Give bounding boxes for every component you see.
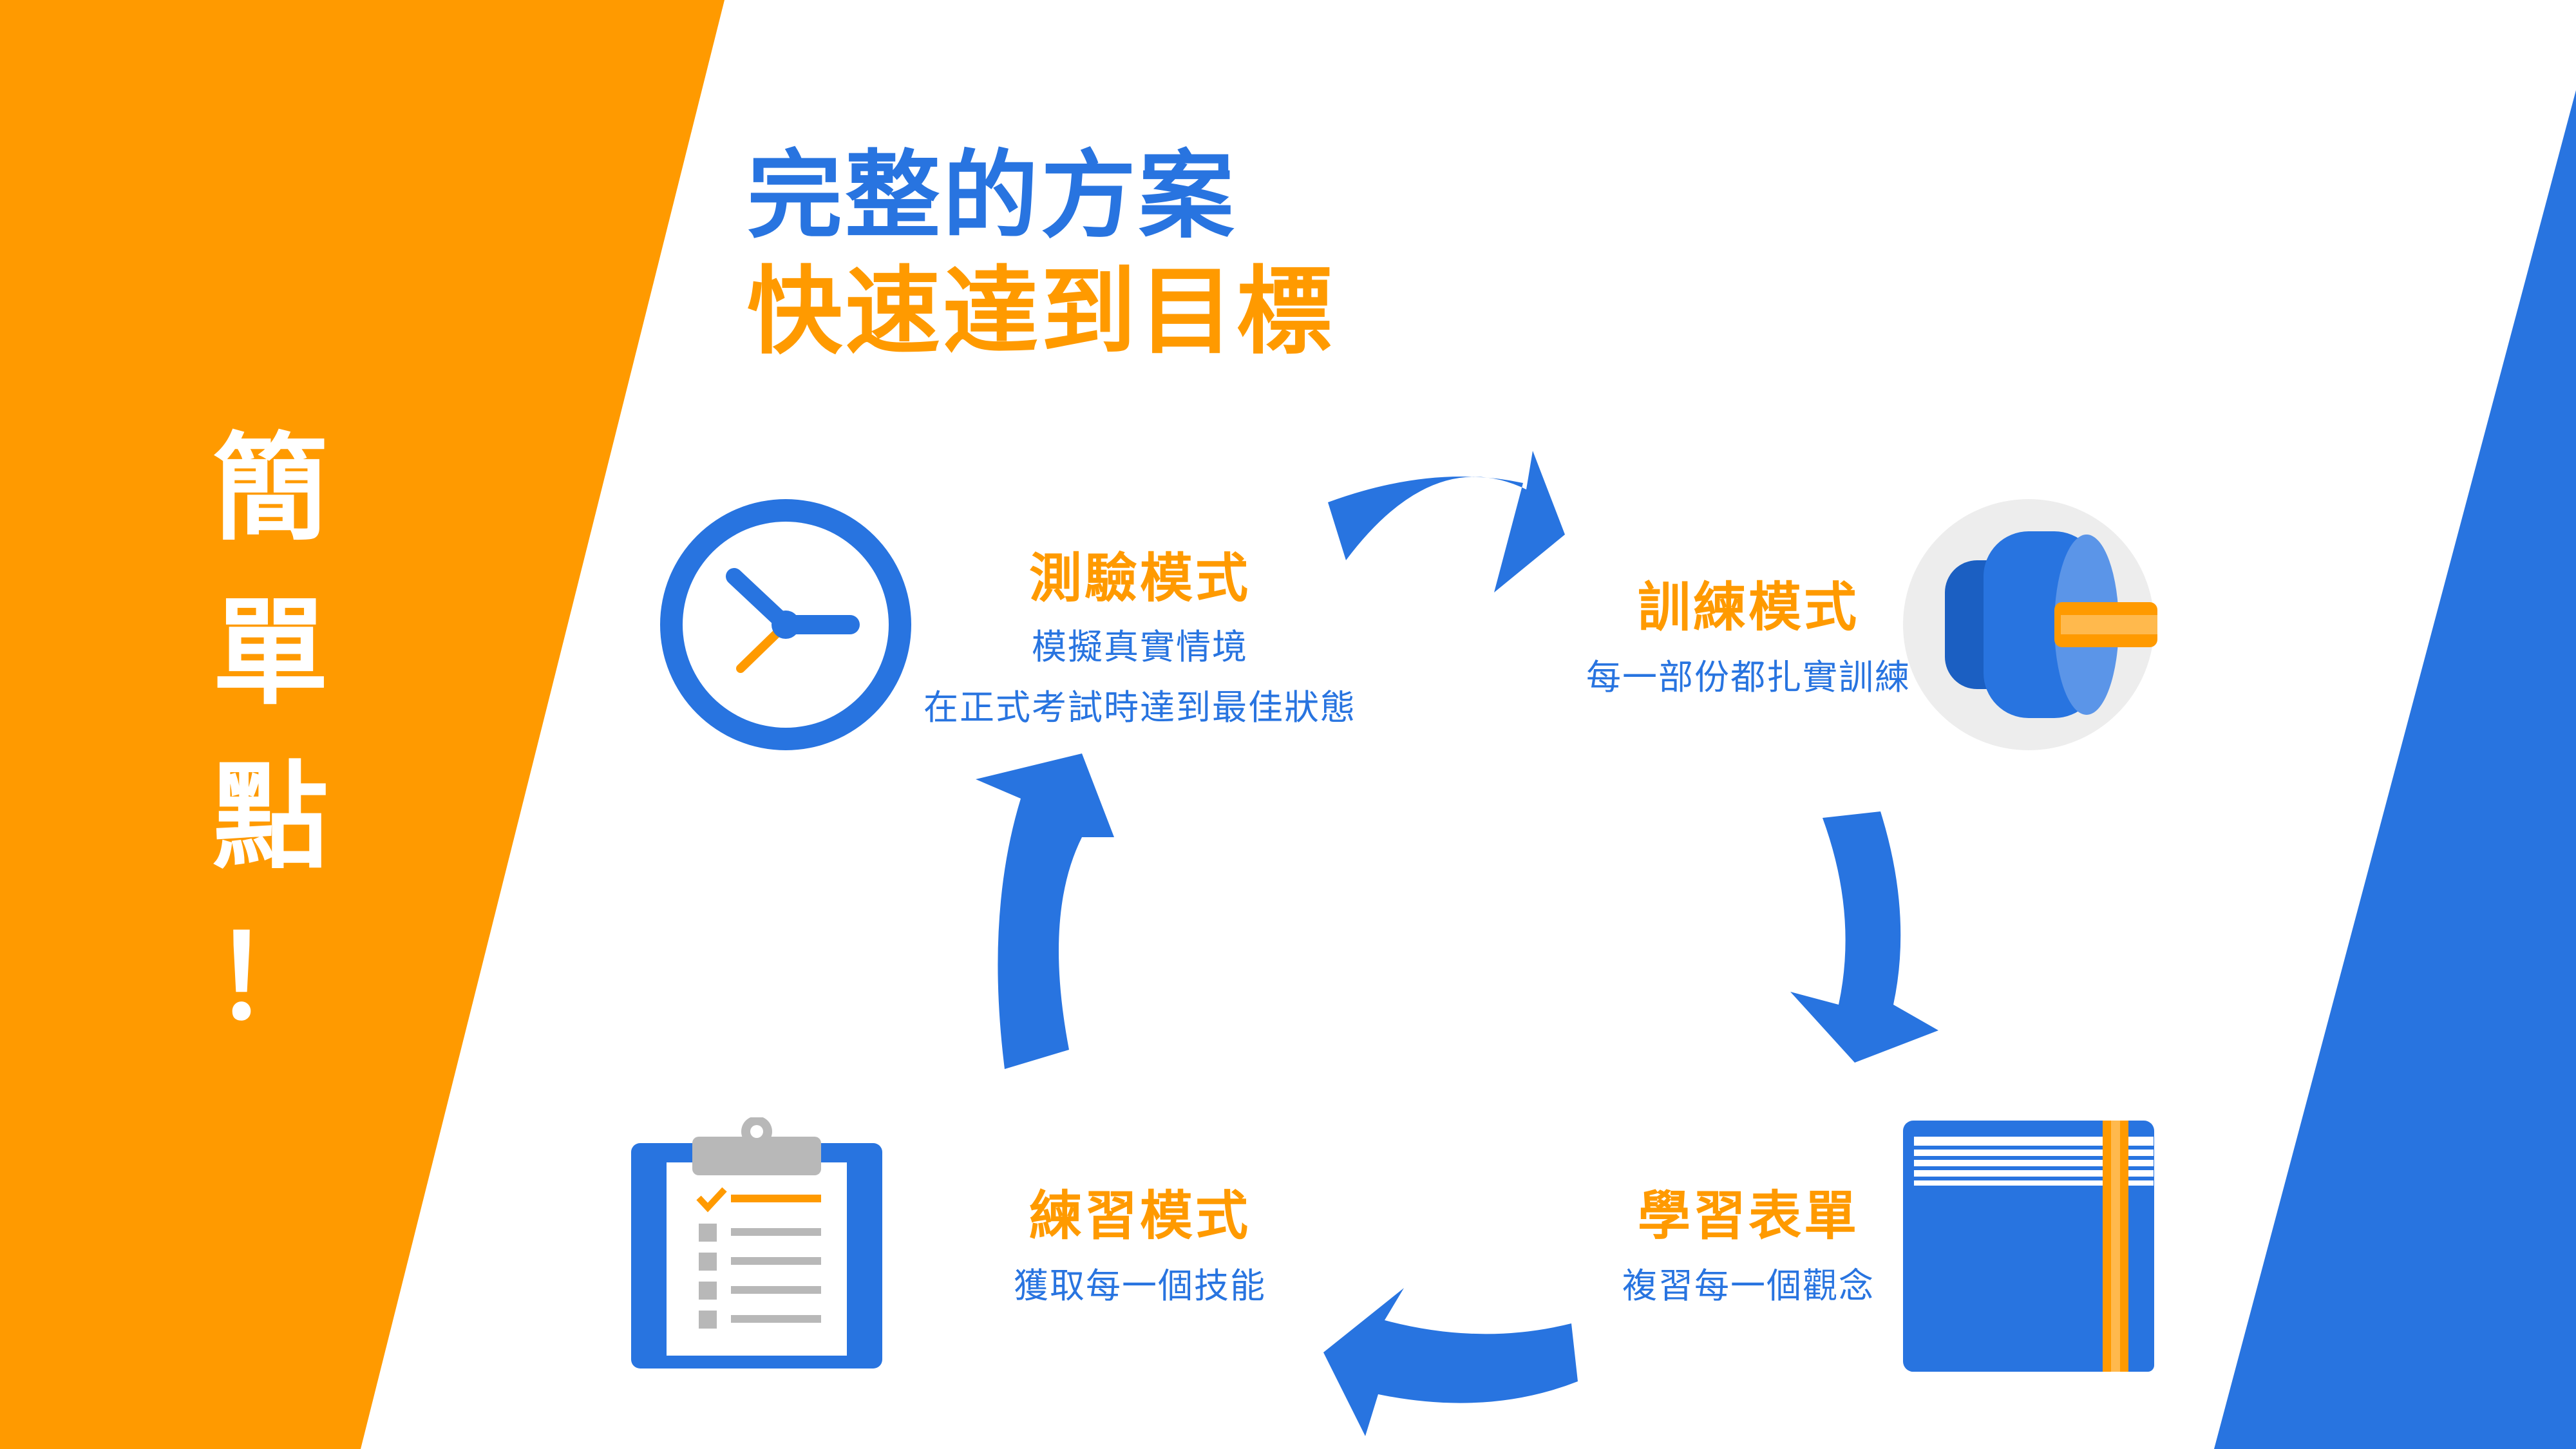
- arrow-practice-to-test: [976, 753, 1114, 1069]
- practice-mode-subtitle: 獲取每一個技能: [1014, 1265, 1266, 1306]
- practice-mode-title: 練習模式: [1028, 1186, 1251, 1247]
- test-mode-subtitle-1: 模擬真實情境: [1032, 627, 1248, 667]
- sidebar-char-1: 簡: [212, 422, 328, 556]
- heading-line-2: 快速達到目標: [747, 256, 1334, 367]
- clock-icon: [660, 499, 911, 750]
- arrow-test-to-training: [1328, 451, 1565, 592]
- test-mode-subtitle-2: 在正式考試時達到最佳狀態: [923, 687, 1356, 728]
- book-icon: [1903, 1121, 2154, 1372]
- study-form-title: 學習表單: [1637, 1186, 1859, 1247]
- clipboard-icon: [631, 1117, 882, 1368]
- training-mode-subtitle: 每一部份都扎實訓練: [1586, 657, 1911, 697]
- sidebar-char-3: 點: [212, 750, 328, 885]
- orange-sidebar-shape: [0, 0, 724, 1449]
- blue-corner-shape: [2214, 90, 2576, 1449]
- arrow-training-to-study: [1790, 811, 1938, 1063]
- dumbbell-icon: [1903, 499, 2157, 750]
- study-form-subtitle: 複習每一個觀念: [1622, 1265, 1875, 1306]
- arrow-study-to-practice: [1323, 1288, 1578, 1436]
- training-mode-title: 訓練模式: [1637, 577, 1859, 638]
- test-mode-title: 測驗模式: [1028, 548, 1251, 609]
- heading-line-1: 完整的方案: [747, 140, 1236, 251]
- sidebar-char-4: ！: [212, 911, 328, 1046]
- sidebar-char-2: 單: [212, 586, 328, 721]
